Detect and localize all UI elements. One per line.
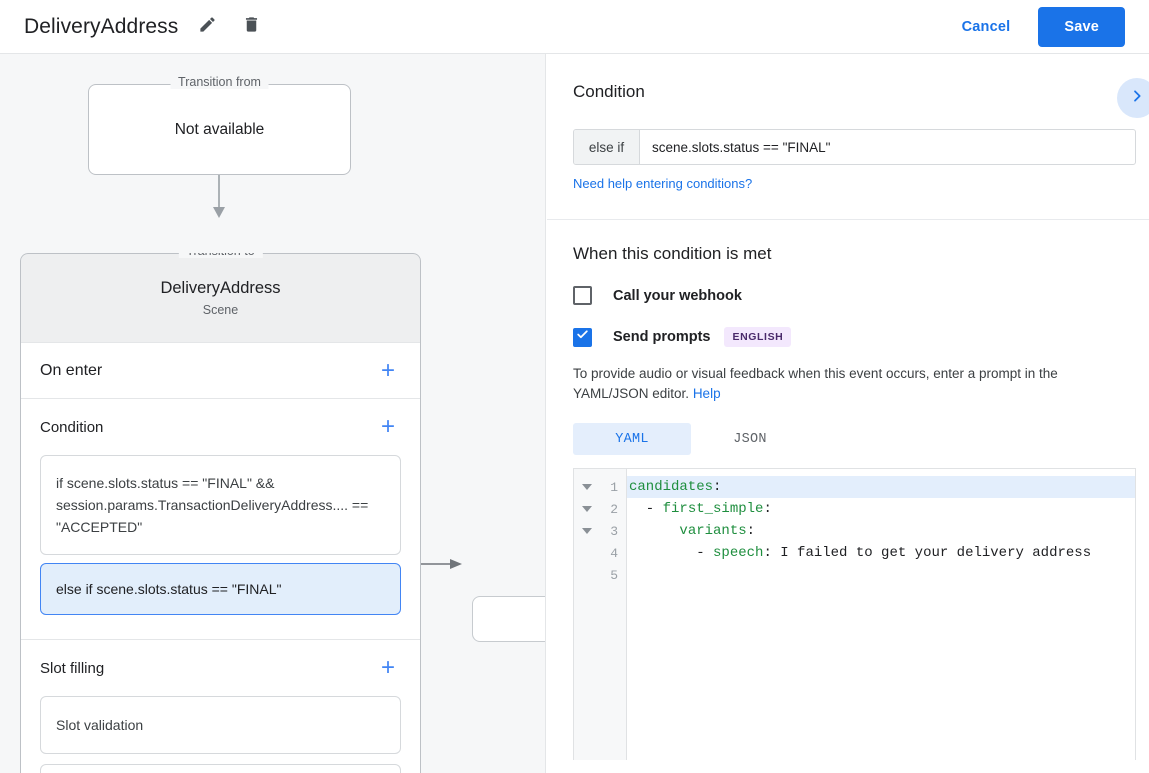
prompts-description: To provide audio or visual feedback when… xyxy=(573,364,1123,404)
code-token: speech xyxy=(713,545,764,561)
code-token: : xyxy=(746,523,756,539)
send-prompts-row[interactable]: Send prompts ENGLISH xyxy=(547,327,1149,347)
target-node-stub[interactable] xyxy=(472,596,545,642)
section-slot-filling: Slot filling + Slot validation Transacti… xyxy=(20,639,421,773)
section-condition: Condition + if scene.slots.status == "FI… xyxy=(20,398,421,639)
transition-to-legend: Transition to xyxy=(178,253,263,258)
scene-header[interactable]: DeliveryAddress Scene xyxy=(20,253,421,342)
expand-panel-button[interactable] xyxy=(1117,78,1149,118)
editor-line-number: 1 xyxy=(574,476,626,498)
slot-item[interactable]: TransactionDeliveryAddress xyxy=(40,764,401,773)
language-badge: ENGLISH xyxy=(724,327,792,347)
code-token: first_simple xyxy=(662,501,764,517)
editor-line-number: 4 xyxy=(610,545,618,561)
webhook-label: Call your webhook xyxy=(613,287,742,304)
pencil-icon xyxy=(198,15,217,39)
code-token: : xyxy=(763,501,772,517)
fold-arrow-icon[interactable] xyxy=(582,506,592,512)
scene-type: Scene xyxy=(202,302,239,317)
condition-heading: Condition xyxy=(573,82,645,101)
prompts-description-text: To provide audio or visual feedback when… xyxy=(573,366,1058,401)
code-token: : xyxy=(713,479,722,495)
condition-met-section: When this condition is met Call your web… xyxy=(547,220,1149,760)
add-on-enter-button[interactable]: + xyxy=(380,356,395,384)
transition-to-node: Transition to DeliveryAddress Scene On e… xyxy=(20,253,421,773)
section-label-slot-filling: Slot filling xyxy=(40,659,105,677)
editor-code-line: - speech: I failed to get your delivery … xyxy=(627,542,1135,564)
send-prompts-label: Send prompts xyxy=(613,329,711,345)
add-condition-button[interactable]: + xyxy=(380,413,395,440)
edit-name-button[interactable] xyxy=(192,12,222,42)
transition-from-node[interactable]: Transition from Not available xyxy=(88,75,351,175)
checkmark-icon xyxy=(576,328,589,346)
condition-expression-row: else if xyxy=(573,129,1136,165)
editor-line-number: 3 xyxy=(574,520,626,542)
send-prompts-checkbox[interactable] xyxy=(573,327,592,347)
prompts-help-link[interactable]: Help xyxy=(692,386,721,401)
editor-code-line xyxy=(627,564,1135,586)
tab-json[interactable]: JSON xyxy=(733,431,767,447)
app-header: DeliveryAddress Cancel Save xyxy=(0,0,1149,54)
section-header-condition: Condition + xyxy=(40,399,401,455)
tab-yaml[interactable]: YAML xyxy=(573,423,691,455)
code-token: variants xyxy=(679,523,747,539)
section-on-enter: On enter + xyxy=(20,342,421,398)
trash-icon xyxy=(242,15,261,39)
code-token: - xyxy=(629,501,663,517)
editor-code-line: variants: xyxy=(627,520,1135,542)
section-label-condition: Condition xyxy=(40,418,104,436)
save-button[interactable]: Save xyxy=(1038,6,1125,47)
code-token: - xyxy=(629,545,714,561)
condition-item-selected[interactable]: else if scene.slots.status == "FINAL" xyxy=(40,563,401,615)
editor-code-area[interactable]: candidates: - first_simple: variants: - … xyxy=(627,469,1135,760)
condition-section: Condition else if Need help entering con… xyxy=(547,54,1149,220)
condition-expression-input[interactable] xyxy=(640,130,1135,164)
condition-prefix: else if xyxy=(574,130,640,164)
details-panel: Condition else if Need help entering con… xyxy=(547,54,1149,773)
cancel-button[interactable]: Cancel xyxy=(952,10,1021,44)
scene-name: DeliveryAddress xyxy=(160,278,281,297)
delete-button[interactable] xyxy=(236,12,266,42)
condition-help-link[interactable]: Need help entering conditions? xyxy=(573,176,753,191)
slot-validation-item[interactable]: Slot validation xyxy=(40,696,401,754)
fold-arrow-icon[interactable] xyxy=(582,484,592,490)
webhook-checkbox[interactable] xyxy=(573,286,592,305)
transition-from-value: Not available xyxy=(174,120,265,138)
editor-line-number: 5 xyxy=(610,567,618,583)
code-token: : I failed to get your delivery address xyxy=(763,545,1092,561)
code-token xyxy=(629,523,679,539)
editor-format-tabs: YAML JSON xyxy=(573,423,1149,455)
add-slot-filling-button[interactable]: + xyxy=(380,654,395,681)
condition-met-heading: When this condition is met xyxy=(573,244,772,263)
editor-code-line: - first_simple: xyxy=(627,498,1135,520)
flow-canvas: Transition from Not available Transition… xyxy=(0,54,546,773)
section-label-on-enter: On enter xyxy=(40,361,103,379)
editor-code-line: candidates: xyxy=(627,476,1135,498)
code-token: candidates xyxy=(629,479,714,495)
page-title: DeliveryAddress xyxy=(24,14,179,38)
transition-from-legend: Transition from xyxy=(170,75,269,89)
editor-line-number: 2 xyxy=(574,498,626,520)
fold-arrow-icon[interactable] xyxy=(582,528,592,534)
section-header-slot-filling: Slot filling + xyxy=(40,640,401,696)
condition-item[interactable]: if scene.slots.status == "FINAL" && sess… xyxy=(40,455,401,555)
webhook-row[interactable]: Call your webhook xyxy=(547,286,1149,305)
chevron-right-icon xyxy=(1129,88,1145,109)
